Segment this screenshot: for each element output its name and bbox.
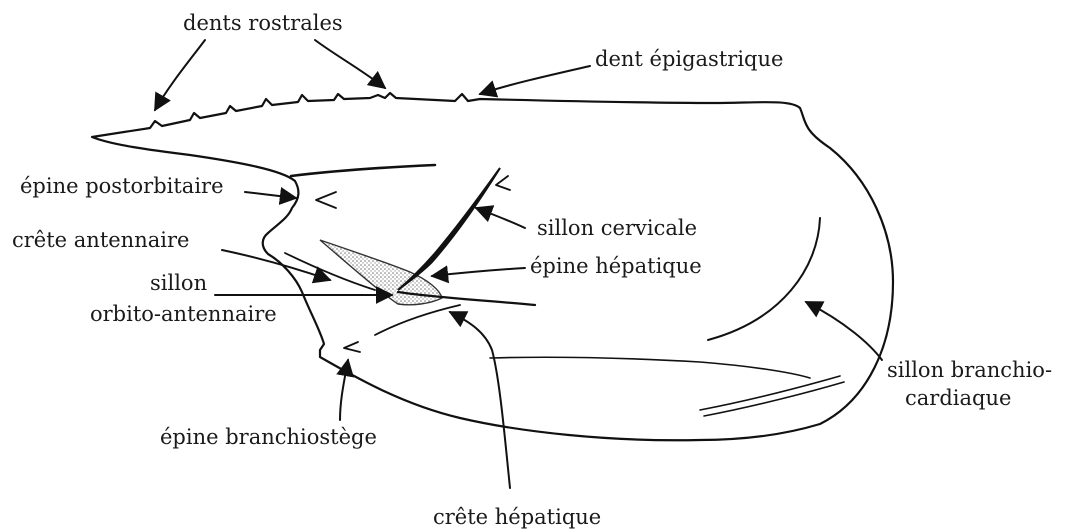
label-sillon: sillon bbox=[150, 271, 207, 295]
lower-double-line-b bbox=[704, 382, 844, 416]
hepatic-spine-mark bbox=[496, 176, 510, 190]
lower-double-line-a bbox=[700, 376, 840, 410]
label-epine-branchiostege: épine branchiostège bbox=[160, 425, 377, 449]
label-dent-epigastrique: dent épigastrique bbox=[595, 47, 783, 71]
label-sillon-cervicale: sillon cervicale bbox=[537, 216, 697, 240]
label-crete-antennaire: crête antennaire bbox=[12, 228, 189, 252]
arrow-sillon-cervicale bbox=[476, 208, 525, 228]
label-cardiaque: cardiaque bbox=[905, 386, 1011, 410]
arrow-crete-hepatique bbox=[450, 312, 510, 488]
label-epine-postorbitaire: épine postorbitaire bbox=[20, 174, 224, 198]
postorbital-spine-mark bbox=[316, 192, 336, 208]
label-crete-hepatique: crête hépatique bbox=[433, 505, 601, 529]
label-orbito-antennaire: orbito-antennaire bbox=[90, 302, 277, 326]
arrow-dent-epigastrique bbox=[480, 66, 590, 94]
arrow-epine-postorbitaire bbox=[245, 192, 296, 198]
label-dents-rostrales: dents rostrales bbox=[183, 11, 343, 35]
arrow-epine-hepatique bbox=[432, 268, 525, 276]
branchiostegal-spine-mark bbox=[344, 342, 360, 352]
arrow-dents-rostrales-a bbox=[155, 40, 205, 110]
label-sillon-branchio: sillon branchio- bbox=[887, 358, 1052, 382]
arrow-dents-rostrales-b bbox=[315, 40, 385, 88]
lateral-line bbox=[490, 357, 810, 378]
cervical-groove-line bbox=[291, 165, 435, 176]
arrow-sillon-branchio bbox=[806, 302, 882, 360]
label-epine-hepatique: épine hépatique bbox=[530, 254, 702, 278]
carapace-outline bbox=[92, 93, 893, 440]
arrow-crete-antennaire bbox=[222, 250, 330, 280]
branchio-cardiac-groove bbox=[708, 218, 820, 340]
lower-crest-line bbox=[375, 305, 460, 335]
